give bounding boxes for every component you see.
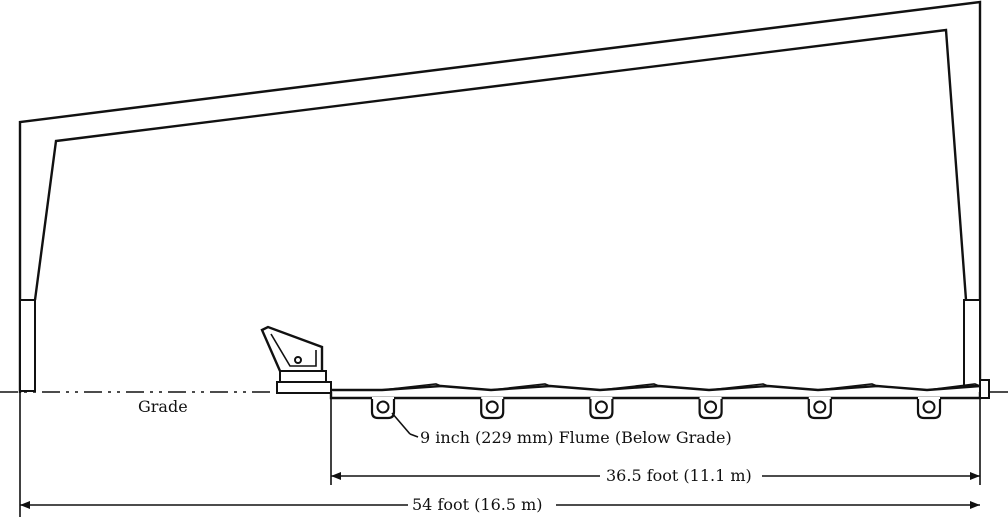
dimension-outer <box>19 393 980 517</box>
flume <box>480 397 505 420</box>
floor-slab-bottom <box>329 392 982 400</box>
flume <box>807 397 832 420</box>
dimension-inner <box>330 398 981 485</box>
dimension-inner-label: 36.5 foot (11.1 m) <box>606 466 752 485</box>
flume-leader-line <box>391 412 411 435</box>
dimension-outer-label: 54 foot (16.5 m) <box>412 495 543 514</box>
end-curb <box>979 379 990 399</box>
flume-label: 9 inch (229 mm) Flume (Below Grade) <box>420 428 732 447</box>
grade-label: Grade <box>138 397 188 416</box>
flume <box>916 397 942 420</box>
flume-group <box>370 397 942 420</box>
flume <box>370 397 396 420</box>
flume <box>589 397 614 420</box>
flume-leader-tick <box>409 433 419 438</box>
building-frame-inner <box>33 28 968 301</box>
floor-slab-ridge <box>381 383 981 391</box>
left-column-base <box>19 299 36 392</box>
flume <box>698 397 723 420</box>
feed-station <box>260 325 332 394</box>
building-frame-outer <box>18 0 982 393</box>
right-column-base <box>963 299 981 387</box>
